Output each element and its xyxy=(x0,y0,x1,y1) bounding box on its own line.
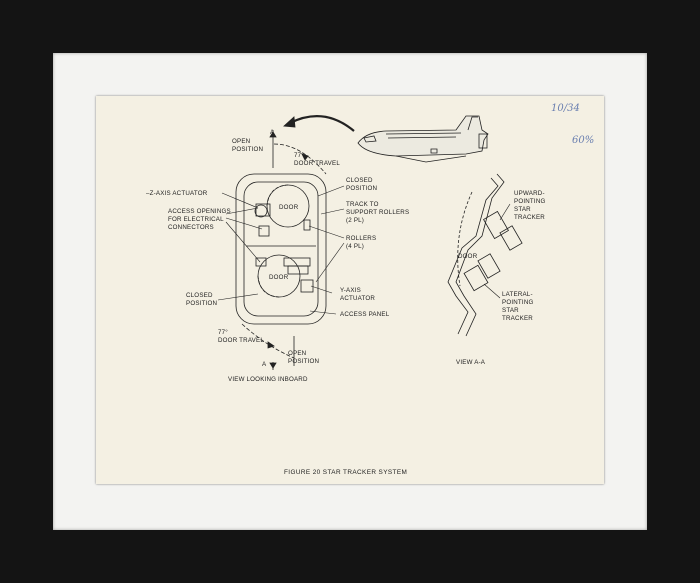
closed-position-right-line2: POSITION xyxy=(346,185,377,192)
open-position-top-line2: POSITION xyxy=(232,146,263,153)
lateral-tracker-line1: LATERAL- xyxy=(502,291,533,298)
door-section-label: DOOR xyxy=(458,253,478,260)
open-position-top-line1: OPEN xyxy=(232,138,250,145)
upward-tracker-line3: STAR xyxy=(514,206,531,213)
door-travel-bottom-degrees: 77° xyxy=(218,329,228,336)
door-top-label: DOOR xyxy=(279,204,299,211)
access-panel-label: ACCESS PANEL xyxy=(340,311,390,318)
orbiter-illustration xyxy=(357,115,489,163)
z-axis-actuator-label: –Z-AXIS ACTUATOR xyxy=(146,190,208,197)
track-support-line3: (2 PL) xyxy=(346,217,364,224)
door-travel-top-degrees: 77° xyxy=(294,152,304,159)
closed-position-left-line1: CLOSED xyxy=(186,292,213,299)
view-a-a-title: VIEW A-A xyxy=(456,359,486,366)
lateral-tracker-line3: STAR xyxy=(502,307,519,314)
section-mark-a-bottom: A xyxy=(262,361,267,368)
door-travel-top-label: DOOR TRAVEL xyxy=(294,160,340,167)
star-tracker-diagram: A OPEN POSITION 77° DOOR TRAVEL CLOSED P… xyxy=(146,103,594,476)
y-axis-actuator-line1: Y-AXIS xyxy=(340,287,361,294)
access-openings-line2: FOR ELECTRICAL xyxy=(168,216,224,223)
y-axis-actuator-line2: ACTUATOR xyxy=(340,295,375,302)
lateral-tracker-line4: TRACKER xyxy=(502,315,533,322)
rollers-line2: (4 PL) xyxy=(346,243,364,250)
section-mark-a-top: A xyxy=(270,129,275,136)
inboard-view-title: VIEW LOOKING INBOARD xyxy=(228,376,308,383)
door-bottom-label: DOOR xyxy=(269,274,289,281)
handwritten-note-1: 10/34 xyxy=(551,103,580,114)
track-support-line2: SUPPORT ROLLERS xyxy=(346,209,409,216)
upward-tracker-line2: POINTING xyxy=(514,198,546,205)
door-travel-bottom-label: DOOR TRAVEL xyxy=(218,337,264,344)
figure-caption: FIGURE 20 STAR TRACKER SYSTEM xyxy=(284,469,407,476)
view-a-a-structure xyxy=(447,173,523,337)
track-support-line1: TRACK TO xyxy=(346,201,379,208)
upward-tracker-line1: UPWARD- xyxy=(514,190,545,197)
diagram-sheet: A OPEN POSITION 77° DOOR TRAVEL CLOSED P… xyxy=(96,96,604,484)
access-openings-line1: ACCESS OPENINGS xyxy=(168,208,231,215)
closed-position-left-line2: POSITION xyxy=(186,300,217,307)
inboard-view-body xyxy=(235,130,327,370)
rollers-line1: ROLLERS xyxy=(346,235,376,242)
handwritten-note-2: 60% xyxy=(572,135,594,146)
open-position-bottom-line2: POSITION xyxy=(288,358,319,365)
upward-tracker-line4: TRACKER xyxy=(514,214,545,221)
leader-lines xyxy=(217,185,345,315)
open-position-bottom-line1: OPEN xyxy=(288,350,306,357)
lateral-tracker-line2: POINTING xyxy=(502,299,534,306)
access-openings-line3: CONNECTORS xyxy=(168,224,214,231)
closed-position-right-line1: CLOSED xyxy=(346,177,373,184)
